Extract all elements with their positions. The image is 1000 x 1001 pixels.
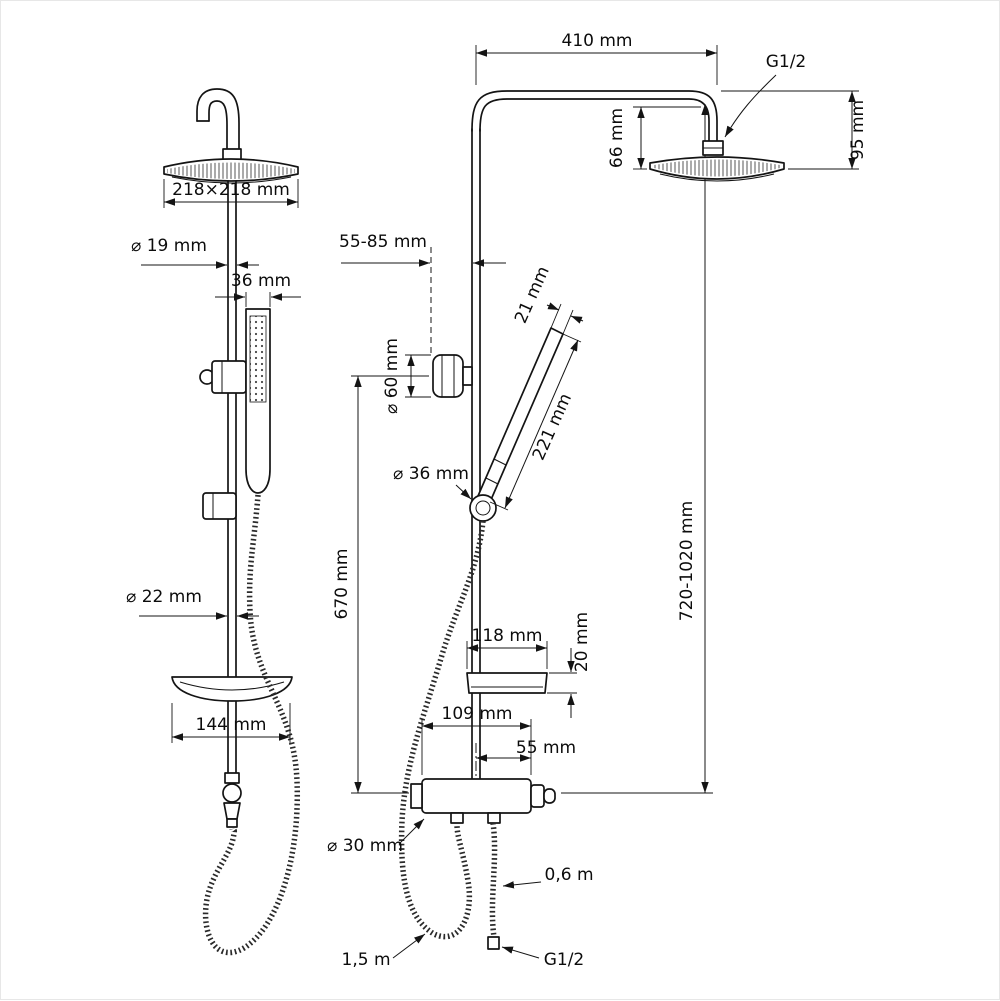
dim-label-mixer-diameter: ⌀ 30 mm [327, 836, 403, 856]
front-long-hose [398, 520, 486, 940]
dim-label-shelf-length: 118 mm [472, 626, 543, 646]
dim-label-overall-height: 720-1020 mm [677, 501, 697, 621]
dim-label-bracket-to-mixer: 670 mm [332, 549, 352, 620]
dim-label-head-clearance: 66 mm [607, 108, 627, 168]
side-slider-clamp [199, 360, 247, 394]
dim-label-short-hose: 0,6 m [545, 865, 594, 885]
front-riser-pipe [471, 128, 481, 780]
dim-label-wand-length: 221 mm [529, 390, 576, 463]
label-bottom-thread: G1/2 [544, 950, 585, 970]
dim-label-wall-offset: 55-85 mm [339, 232, 427, 252]
side-view: 218×218 mm ⌀ 19 mm 36 mm ⌀ 22 mm 144 mm [126, 88, 301, 956]
dim-label-holder-diameter: ⌀ 36 mm [393, 464, 469, 484]
front-hand-shower-holder [469, 494, 497, 522]
dim-label-lower-pipe-diameter: ⌀ 22 mm [126, 587, 202, 607]
dim-label-mixer-center-offset: 55 mm [516, 738, 576, 758]
dim-label-arm-length: 410 mm [562, 31, 633, 51]
dim-label-arm-drop: 95 mm [848, 100, 868, 160]
dim-label-upper-pipe-diameter: ⌀ 19 mm [131, 236, 207, 256]
side-shower-hose [202, 494, 301, 956]
dim-label-long-hose: 1,5 m [342, 950, 391, 970]
side-riser-pipe [227, 158, 237, 774]
front-mixer [410, 743, 556, 824]
side-shower-head [163, 158, 299, 184]
front-dim-overall-height: 720-1020 mm [561, 104, 713, 794]
dim-label-hand-shower-width: 36 mm [231, 271, 291, 291]
front-wall-bracket [430, 247, 473, 398]
side-soap-shelf [171, 676, 293, 702]
dim-label-shelf-depth: 20 mm [572, 612, 592, 672]
side-wall-bracket [202, 492, 237, 520]
side-shower-arm [196, 88, 242, 162]
front-view: 720-1020 mm [327, 31, 868, 970]
front-shower-head [649, 156, 785, 182]
dim-label-mixer-width: 109 mm [442, 704, 513, 724]
dim-label-head-size: 218×218 mm [172, 180, 290, 200]
side-dimensions: 218×218 mm ⌀ 19 mm 36 mm ⌀ 22 mm 144 mm [126, 179, 301, 743]
side-hand-shower [245, 308, 271, 494]
front-dimensions: 410 mm G1/2 95 mm 66 mm 55-85 mm ⌀ 60 mm [327, 31, 868, 970]
front-hose-end-fitting [487, 936, 500, 950]
front-soap-shelf [466, 672, 548, 694]
front-short-hose [489, 822, 498, 938]
front-shower-arm [471, 90, 718, 142]
dim-label-shelf-width: 144 mm [196, 715, 267, 735]
dim-label-wand-diameter: 21 mm [511, 263, 554, 326]
side-inlet-fitting [222, 772, 242, 828]
front-arm-nut [702, 140, 724, 156]
label-top-thread: G1/2 [766, 52, 807, 72]
